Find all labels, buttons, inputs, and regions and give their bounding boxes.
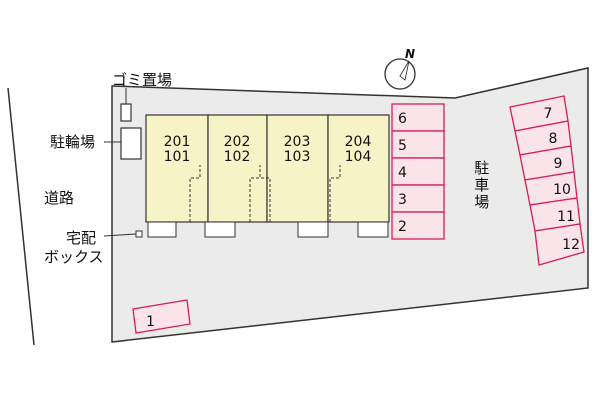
parking-right-group (509, 95, 585, 266)
parking-space-number: 5 (398, 138, 407, 154)
unit-label-lower: 102 (224, 149, 251, 165)
parking-space-1 (132, 299, 191, 334)
parcel-box-leader-line (103, 233, 137, 237)
parking-space-number: 10 (553, 182, 571, 198)
parking-left-group (391, 103, 445, 240)
unit-label-lower: 104 (345, 149, 372, 165)
parking-space-number: 6 (398, 111, 407, 127)
garbage-area (120, 103, 132, 122)
road-edge-line (7, 87, 35, 346)
unit-label-upper: 204 (345, 134, 372, 150)
unit-label-upper: 203 (284, 134, 311, 150)
north-letter: N (405, 47, 415, 61)
parking-space-number: 1 (146, 314, 155, 330)
parking-space-number: 2 (398, 219, 407, 235)
parking-lot-label: 駐車場 (472, 160, 491, 211)
parcel-box-label-line2: ボックス (44, 248, 104, 266)
parcel-box (135, 230, 143, 238)
north-compass-icon: N (384, 47, 416, 90)
parking-space-number: 4 (398, 165, 407, 181)
road-label: 道路 (44, 189, 75, 207)
building (145, 114, 390, 238)
garbage-area-label: ゴミ置場 (112, 71, 173, 89)
unit-label-upper: 202 (224, 134, 251, 150)
parking-space-number: 8 (549, 131, 558, 147)
bicycle-parking-area (120, 127, 142, 160)
unit-label-lower: 103 (284, 149, 311, 165)
unit-label-lower: 101 (164, 149, 191, 165)
parking-space-number: 7 (544, 106, 553, 122)
unit-label-upper: 201 (164, 134, 191, 150)
parking-space-number: 3 (398, 192, 407, 208)
bicycle-parking-label: 駐輪場 (50, 133, 96, 151)
parcel-box-label-line1: 宅配 (66, 229, 97, 247)
parking-space-number: 12 (562, 237, 580, 253)
parking-space-number: 9 (554, 156, 563, 172)
parking-space-number: 11 (557, 209, 575, 225)
